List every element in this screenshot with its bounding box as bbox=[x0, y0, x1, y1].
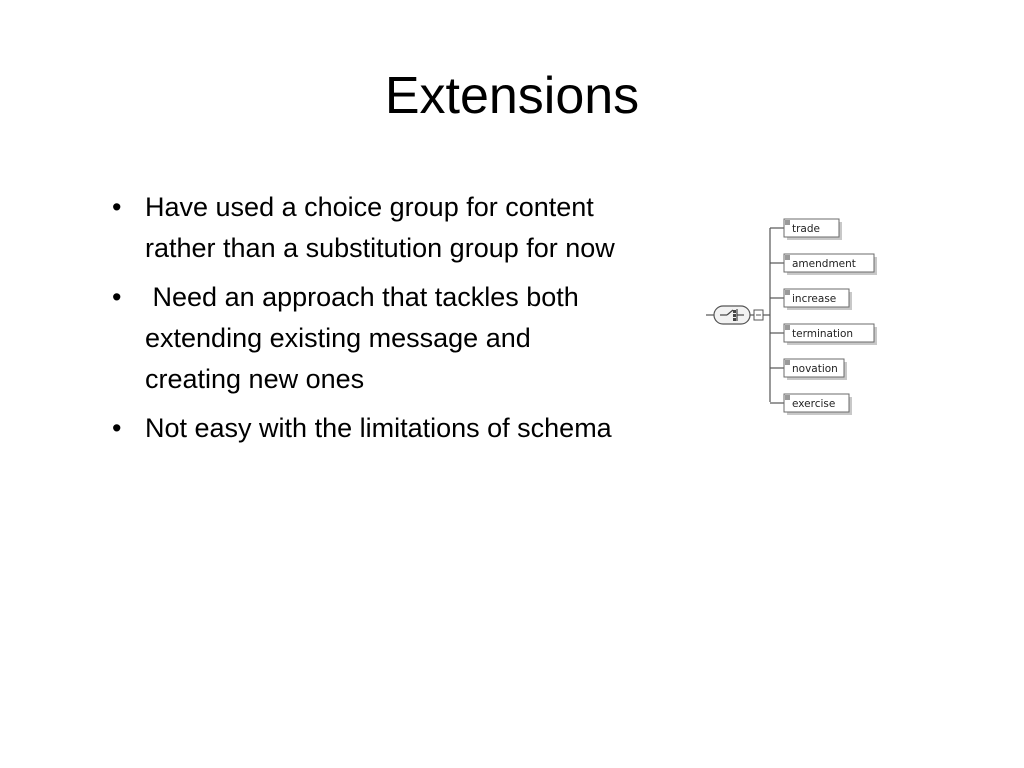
schema-element-amendment: amendment bbox=[770, 253, 877, 275]
bullet-marker: • bbox=[112, 282, 122, 312]
schema-element-label: trade bbox=[792, 223, 820, 235]
schema-element-label: novation bbox=[792, 363, 838, 375]
bullet-text: Need an approach that tackles both exten… bbox=[145, 282, 587, 394]
schema-element-exercise: exercise bbox=[770, 393, 852, 415]
schema-element-label: amendment bbox=[792, 258, 856, 270]
element-marker-icon bbox=[785, 360, 790, 365]
element-marker-icon bbox=[785, 325, 790, 330]
bullet-text: Not easy with the limitations of schema bbox=[145, 413, 612, 443]
element-marker-icon bbox=[785, 395, 790, 400]
schema-element-label: increase bbox=[792, 293, 836, 305]
schema-element-increase: increase bbox=[770, 288, 852, 310]
bullet-text: Have used a choice group for content rat… bbox=[145, 192, 615, 263]
element-marker-icon bbox=[785, 255, 790, 260]
schema-element-termination: termination bbox=[770, 323, 877, 345]
bullet-item: • Not easy with the limitations of schem… bbox=[112, 408, 632, 449]
bullet-item: • Have used a choice group for content r… bbox=[112, 187, 632, 269]
schema-element-label: termination bbox=[792, 328, 853, 340]
element-marker-icon bbox=[785, 220, 790, 225]
schema-element-novation: novation bbox=[770, 358, 847, 380]
bullet-marker: • bbox=[112, 413, 122, 443]
bullet-list: • Have used a choice group for content r… bbox=[112, 187, 632, 457]
schema-element-trade: trade bbox=[770, 218, 842, 240]
slide-title: Extensions bbox=[384, 67, 640, 125]
element-marker-icon bbox=[785, 290, 790, 295]
sequence-choice-icon bbox=[706, 305, 770, 325]
bullet-item: • Need an approach that tackles both ext… bbox=[112, 277, 632, 400]
schema-element-label: exercise bbox=[792, 398, 835, 410]
bullet-marker: • bbox=[112, 192, 122, 222]
schema-choice-diagram: trade amendment increase termination novatio… bbox=[700, 200, 900, 430]
schema-diagram-svg: trade amendment increase termination novatio… bbox=[706, 218, 877, 415]
